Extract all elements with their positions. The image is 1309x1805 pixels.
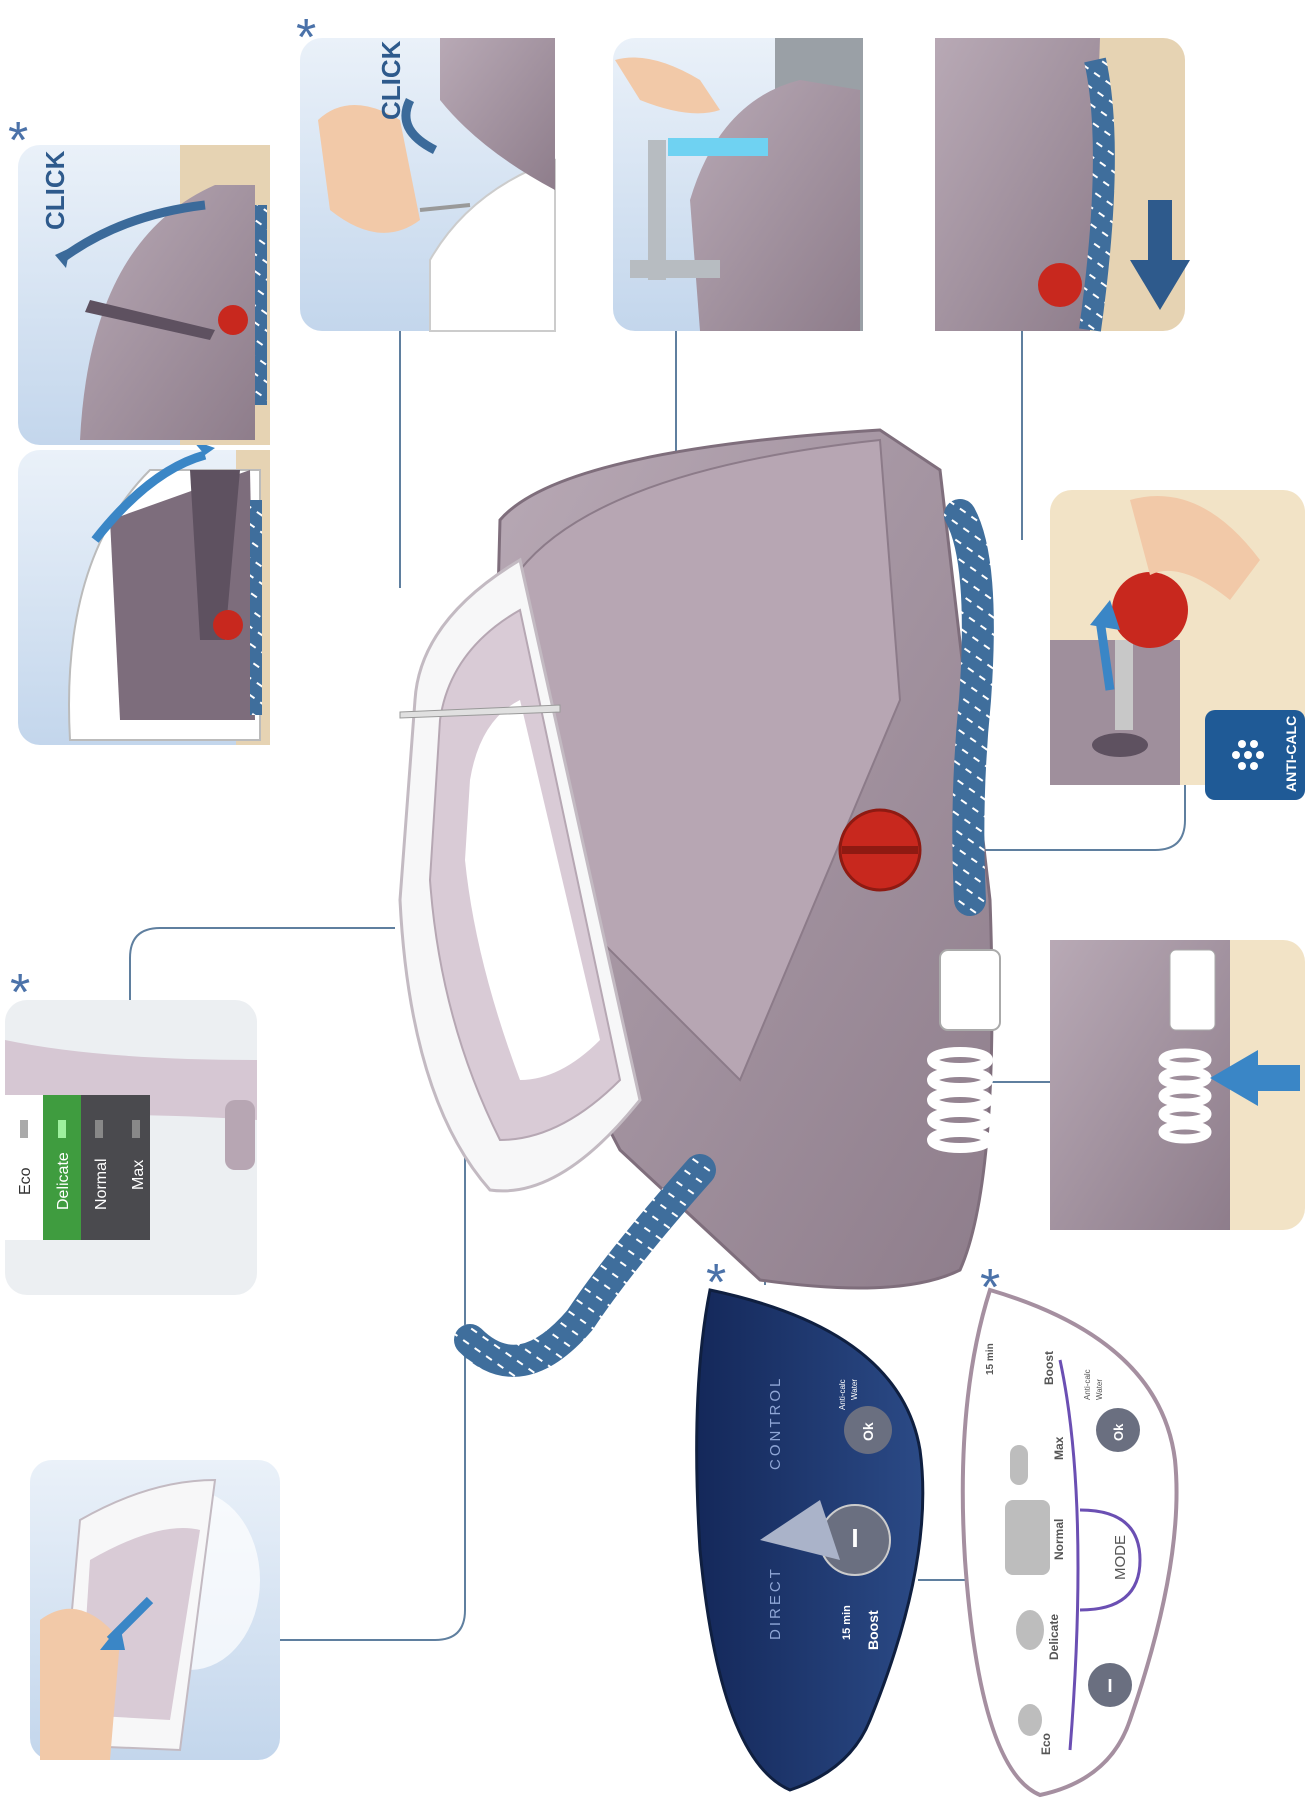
optional-asterisk-4: * (706, 1254, 726, 1312)
anti-calc-label-light: Anti-calc (1083, 1369, 1092, 1400)
water-label-light: Water (1095, 1379, 1104, 1400)
click-label-1: CLICK (40, 150, 70, 230)
temp-label-max: Max (130, 1160, 147, 1190)
plug (940, 950, 1000, 1030)
temp-label-normal: Normal (93, 1158, 110, 1210)
panel-hose-storage (935, 38, 1190, 331)
brand-label-direct: DIRECT (767, 1566, 784, 1640)
steam-generator-iron (400, 430, 1000, 1361)
ok-label-light: Ok (1111, 1423, 1126, 1441)
power-icon-light: I (1107, 1676, 1112, 1696)
timer-label-light: 15 min (985, 1343, 996, 1375)
power-icon: I (851, 1523, 858, 1553)
optional-asterisk-5: * (980, 1259, 1000, 1317)
temp-label-delicate: Delicate (55, 1152, 72, 1210)
mode-label: MODE (1112, 1535, 1129, 1580)
water-label-dark: Water (850, 1379, 859, 1400)
anti-calc-label-dark: Anti-calc (838, 1379, 847, 1410)
temp-label-eco: Eco (17, 1167, 34, 1195)
setting-label-eco: Eco (1039, 1733, 1053, 1755)
optional-asterisk-2: * (296, 9, 316, 67)
setting-label-normal: Normal (1052, 1519, 1066, 1560)
click-label-2: CLICK (376, 40, 406, 120)
setting-label-max: Max (1052, 1436, 1066, 1460)
timer-label-dark: 15 min (841, 1605, 853, 1640)
setting-label-delicate: Delicate (1047, 1614, 1061, 1660)
panel-lock-open (18, 440, 270, 745)
ok-label-dark: Ok (860, 1422, 876, 1441)
boost-label-light: Boost (1042, 1351, 1056, 1385)
anti-calc-badge-label: ANTI-CALC (1283, 716, 1299, 792)
control-panel-dark: DIRECT CONTROL I Ok Boost 15 min Anti-ca… (697, 1290, 923, 1790)
panel-cord-storage (1050, 940, 1305, 1230)
panel-lever-click: CLICK (300, 38, 555, 331)
panel-fill-water (613, 38, 863, 331)
panel-lock-click: CLICK (18, 145, 270, 445)
panel-anti-calc: ANTI-CALC (1050, 490, 1305, 800)
optional-asterisk-1: * (8, 112, 28, 170)
brand-label-control: CONTROL (767, 1376, 784, 1470)
panel-steam-trigger (30, 1460, 280, 1760)
optional-asterisk-3: * (10, 964, 30, 1022)
panel-temperature-selector: Eco Delicate Normal Max (5, 1000, 257, 1295)
boost-label-dark: Boost (865, 1610, 881, 1650)
control-panel-light: Eco Delicate Normal Max Boost 15 min I O… (963, 1290, 1177, 1795)
